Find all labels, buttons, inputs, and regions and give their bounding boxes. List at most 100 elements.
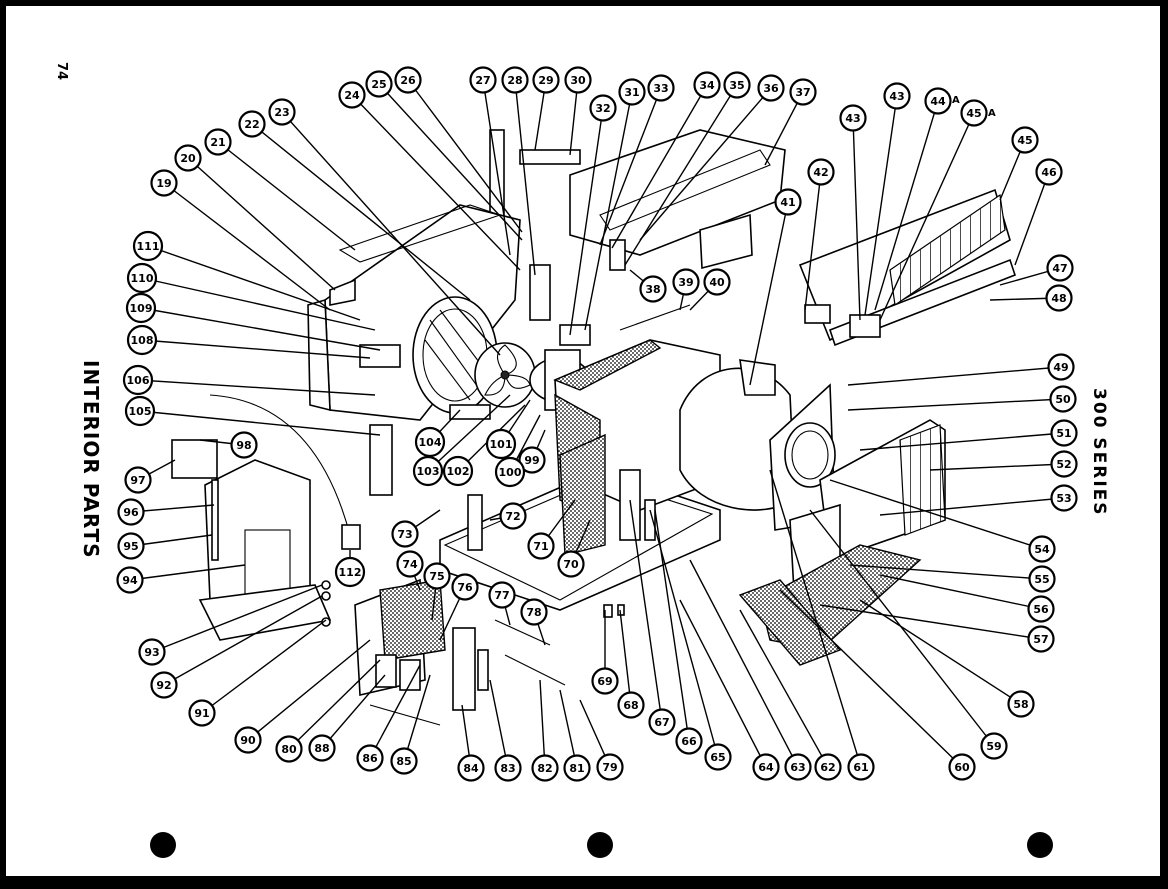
callout-circle-46 xyxy=(1035,158,1063,186)
leader-line-62 xyxy=(739,609,829,768)
callout-circle-53 xyxy=(1050,484,1078,512)
callout-circle-110 xyxy=(126,262,158,294)
callout-label-29: 29 xyxy=(538,74,553,87)
callout-67: 67 xyxy=(648,708,676,736)
leader-line-83 xyxy=(489,679,509,769)
callout-46: 46 xyxy=(1035,158,1063,186)
callout-105: 105 xyxy=(124,395,156,427)
callout-44-suffix: A xyxy=(952,95,960,106)
series-title: 300 SERIES xyxy=(1089,388,1109,517)
callout-label-91: 91 xyxy=(194,707,209,720)
callout-109: 109 xyxy=(125,292,157,324)
callout-circle-57 xyxy=(1027,625,1055,653)
leader-line-42 xyxy=(804,171,822,311)
callout-circle-111 xyxy=(132,230,164,262)
leader-line-50 xyxy=(847,398,1064,411)
leader-line-91 xyxy=(201,619,327,714)
callout-31: 31 xyxy=(618,78,646,106)
callout-circle-33 xyxy=(647,74,675,102)
callout-42: 42 xyxy=(807,158,835,186)
punch-hole-left xyxy=(150,832,176,858)
side-title: INTERIOR PARTS xyxy=(79,360,103,559)
callout-label-63: 63 xyxy=(790,761,805,774)
callout-73: 73 xyxy=(391,520,419,548)
callout-75: 75 xyxy=(423,562,451,590)
callout-label-70: 70 xyxy=(563,558,579,571)
callout-circle-95 xyxy=(117,532,145,560)
leader-line-82 xyxy=(539,679,546,769)
leader-line-45 xyxy=(879,112,975,321)
callout-circle-45 xyxy=(1011,126,1039,154)
callout-22: 22 xyxy=(238,110,266,138)
callout-circle-25 xyxy=(365,70,393,98)
callout-label-78: 78 xyxy=(526,606,541,619)
leader-line-33 xyxy=(599,87,662,246)
callout-60: 60 xyxy=(948,753,976,781)
leader-line-25 xyxy=(378,83,523,241)
callout-76: 76 xyxy=(451,573,479,601)
callout-circle-79 xyxy=(596,753,624,781)
callout-70: 70 xyxy=(557,550,585,578)
callout-label-33: 33 xyxy=(653,82,668,95)
leader-line-90 xyxy=(247,639,371,741)
callout-62: 62 xyxy=(814,753,842,781)
callout-circle-84 xyxy=(457,754,485,782)
callout-label-76: 76 xyxy=(457,581,473,594)
callout-26: 26 xyxy=(394,66,422,94)
callout-label-97: 97 xyxy=(130,474,145,487)
callout-label-50: 50 xyxy=(1055,393,1071,406)
callout-circle-99 xyxy=(518,446,546,474)
callout-label-94: 94 xyxy=(122,574,138,587)
callout-label-99: 99 xyxy=(524,454,539,467)
leader-line-110 xyxy=(141,277,376,331)
callout-95: 95 xyxy=(117,532,145,560)
leader-line-56 xyxy=(879,574,1042,610)
leader-line-28 xyxy=(514,79,536,276)
leader-line-68 xyxy=(619,609,632,706)
leader-line-43 xyxy=(852,117,861,321)
callout-label-86: 86 xyxy=(362,752,378,765)
callout-59: 59 xyxy=(980,732,1008,760)
leader-line-54 xyxy=(829,479,1043,550)
callout-circle-77 xyxy=(488,581,516,609)
callout-103: 103 xyxy=(412,455,444,487)
callout-label-83: 83 xyxy=(500,762,515,775)
callout-circle-20 xyxy=(174,144,202,172)
callout-79: 79 xyxy=(596,753,624,781)
callout-circle-39 xyxy=(672,268,700,296)
leader-line-34 xyxy=(611,84,708,249)
callout-circle-78 xyxy=(520,598,548,626)
callout-110: 110 xyxy=(126,262,158,294)
leader-line-22 xyxy=(251,123,471,301)
part-drawings xyxy=(171,129,1016,726)
callout-50: 50 xyxy=(1049,385,1077,413)
callout-label-93: 93 xyxy=(144,646,159,659)
callout-label-44: 44 xyxy=(930,95,946,108)
callout-48: 48 xyxy=(1045,284,1073,312)
callout-circle-40 xyxy=(703,268,731,296)
callout-circle-103 xyxy=(412,455,444,487)
callout-label-84: 84 xyxy=(463,762,479,775)
callout-44: 44 xyxy=(924,87,952,115)
callout-39: 39 xyxy=(672,268,700,296)
leader-line-66 xyxy=(654,509,690,742)
callout-label-54: 54 xyxy=(1034,543,1050,556)
callout-label-109: 109 xyxy=(130,302,153,315)
callout-71: 71 xyxy=(527,532,555,560)
callout-circle-70 xyxy=(557,550,585,578)
callout-label-47: 47 xyxy=(1052,262,1067,275)
callout-label-45: 45 xyxy=(966,107,981,120)
callout-circle-42 xyxy=(807,158,835,186)
leader-line-93 xyxy=(151,584,323,653)
callout-label-52: 52 xyxy=(1056,458,1071,471)
callout-35: 35 xyxy=(723,71,751,99)
callout-circle-49 xyxy=(1047,353,1075,381)
callout-circle-74 xyxy=(396,550,424,578)
callout-circle-28 xyxy=(501,66,529,94)
callout-label-92: 92 xyxy=(156,679,171,692)
leader-line-105 xyxy=(139,410,381,436)
callout-label-58: 58 xyxy=(1013,698,1028,711)
callout-circle-22 xyxy=(238,110,266,138)
callout-circle-67 xyxy=(648,708,676,736)
callout-circle-48 xyxy=(1045,284,1073,312)
